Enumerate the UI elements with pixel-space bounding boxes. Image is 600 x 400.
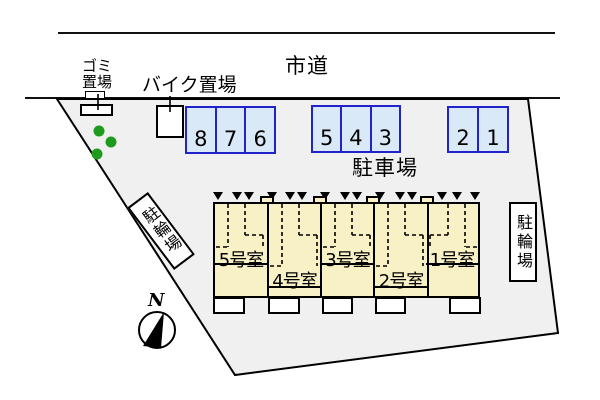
compass-north-label: N	[148, 291, 164, 311]
stall-number: 3	[379, 128, 392, 149]
parking-stall: 4	[340, 107, 369, 151]
bike-parking-rect	[156, 105, 184, 138]
stall-number: 5	[320, 128, 333, 149]
stall-number: 8	[194, 129, 207, 150]
garbage-area-rect	[80, 104, 113, 116]
unit-label-2: 2号室	[375, 267, 427, 293]
unit-floor-line	[375, 286, 427, 288]
parking-stall: 7	[215, 108, 245, 152]
stall-number: 4	[349, 128, 362, 149]
parking-stall: 2	[449, 108, 477, 151]
garbage-station-marker	[85, 91, 105, 99]
unit-floor-line	[269, 286, 320, 288]
parking-stall: 5	[313, 107, 340, 151]
parking-stall: 1	[477, 108, 507, 151]
parking-stall: 3	[370, 107, 399, 151]
parking-group-21: 2 1	[447, 106, 509, 153]
compass-icon	[139, 312, 175, 348]
stall-number: 7	[224, 129, 237, 150]
unit-porch	[449, 297, 481, 314]
stall-number: 1	[486, 128, 499, 149]
road-label: 市道	[285, 55, 329, 78]
unit-label-1: 1号室	[426, 246, 478, 272]
unit-label-5: 5号室	[215, 246, 267, 272]
unit-floor-line	[215, 263, 267, 265]
unit-porch	[213, 297, 245, 314]
parking-group-543: 5 4 3	[311, 105, 401, 153]
parking-stall: 8	[187, 108, 215, 152]
unit-label-4: 4号室	[269, 267, 320, 293]
unit-label-3: 3号室	[322, 246, 373, 272]
unit-floor-line	[322, 263, 373, 265]
stall-number: 6	[253, 129, 266, 150]
apartment-building: 5号室 4号室 3号室 2号室 1号室	[213, 202, 480, 298]
parking-stall: 6	[244, 108, 274, 152]
parking-lot-label: 駐車場	[352, 157, 418, 180]
garbage-label: ゴミ 置場	[72, 58, 122, 90]
unit-floor-line	[426, 263, 478, 265]
bike-parking-label: バイク置場	[142, 75, 237, 96]
unit-porch	[322, 297, 353, 314]
bicycle-parking-right-label: 駐輪場	[509, 202, 537, 282]
parking-group-876: 8 7 6	[185, 106, 276, 154]
stall-number: 2	[456, 128, 469, 149]
unit-porch	[375, 297, 406, 314]
unit-porch	[268, 297, 300, 314]
